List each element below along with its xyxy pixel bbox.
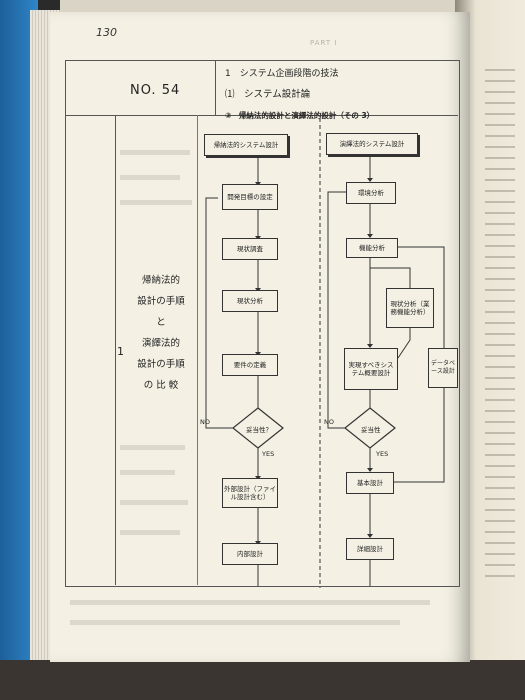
- show-through-text: [70, 620, 400, 625]
- decision-diamond-left: [232, 407, 284, 449]
- box-external-design: 外部設計（ファイル設計含む）: [222, 478, 278, 508]
- box-internal-design: 内部設計: [222, 543, 278, 565]
- table-frame: [65, 60, 460, 587]
- item-number: NO. 54: [130, 83, 181, 98]
- show-through-text: [120, 470, 175, 475]
- side-title-line: 設計の手順: [137, 359, 185, 370]
- show-through-text: [120, 445, 185, 450]
- decision-label-right: 妥当性: [361, 426, 381, 434]
- no-label-right: NO: [324, 418, 334, 426]
- section-number: 1: [117, 345, 124, 358]
- right-title-box: 演繹法的システム設計: [326, 133, 418, 155]
- show-through-text: [120, 500, 188, 505]
- side-title-line: 演繹法的: [141, 338, 180, 349]
- show-through-text: [120, 200, 192, 205]
- yes-label-left: YES: [262, 450, 275, 458]
- show-through-text: [70, 600, 430, 605]
- box-environment-analysis: 環境分析: [346, 182, 396, 204]
- yes-label-right: YES: [376, 450, 389, 458]
- box-basic-design: 基本設計: [346, 472, 394, 494]
- box-system-overview: 実現すべきシステム概要設計: [344, 348, 398, 390]
- show-through-text: [120, 175, 180, 180]
- heading-chapter: 1 システム企画段階の技法: [225, 69, 339, 79]
- decision-label-left: 妥当性？: [246, 426, 272, 434]
- background-top: [60, 0, 460, 14]
- box-current-analysis-left: 現状分析: [222, 290, 278, 312]
- heading-section: ⑴ システム設計論: [225, 89, 311, 100]
- show-through-text: [120, 530, 180, 535]
- side-title-line: 設計の手順: [137, 296, 185, 307]
- side-title-line: の 比 較: [143, 380, 179, 391]
- side-title: 帰納法的 設計の手順 と 演繹法的 設計の手順 の 比 較: [130, 270, 192, 396]
- side-title-line: と: [156, 317, 166, 328]
- heading-subsection: ③ 帰納法的設計と演繹法的設計（その 3）: [225, 111, 375, 120]
- box-requirements: 要件の定義: [222, 354, 278, 376]
- box-goal-setting: 開発目標の設定: [222, 184, 278, 210]
- flowchart-connectors: [205, 118, 445, 588]
- box-database-design: データベース設計: [428, 348, 458, 388]
- decision-diamond-right: [344, 407, 396, 449]
- background-bottom: [0, 660, 525, 700]
- box-current-survey: 現状調査: [222, 238, 278, 260]
- page-number: 130: [96, 26, 117, 39]
- flowchart: 帰納法的システム設計 開発目標の設定 現状調査 現状分析 要件の定義 妥当性？ …: [198, 118, 458, 588]
- box-function-analysis: 機能分析: [346, 238, 398, 258]
- no-label-left: NO: [200, 418, 210, 426]
- side-title-line: 帰納法的: [141, 275, 180, 286]
- show-through-text: [120, 150, 190, 155]
- box-current-analysis-right: 現状分析（業務機能分析）: [386, 288, 434, 328]
- left-title-box: 帰納法的システム設計: [204, 134, 288, 156]
- box-detailed-design: 詳細設計: [346, 538, 394, 560]
